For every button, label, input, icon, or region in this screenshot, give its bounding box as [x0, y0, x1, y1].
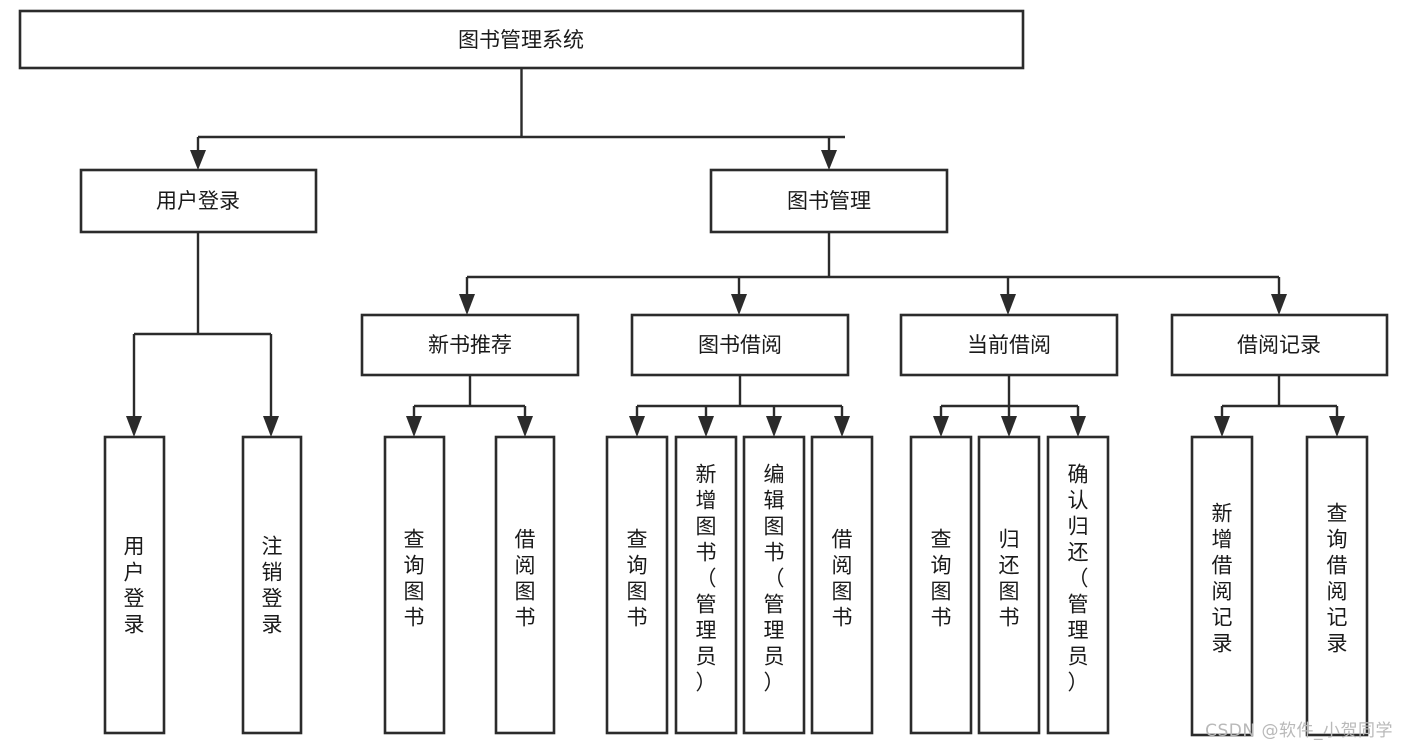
arrow-head-leaf-query-book-2: [629, 416, 645, 437]
node-root[interactable]: 图书管理系统: [18, 9, 1025, 70]
node-leaf-query-book-3-label: 查询图书: [931, 527, 952, 629]
node-user-login[interactable]: 用户登录: [79, 168, 318, 234]
node-root-label: 图书管理系统: [458, 28, 584, 52]
node-borrow-record[interactable]: 借阅记录: [1170, 313, 1389, 377]
arrow-head-leaf-user-login: [126, 416, 142, 437]
node-user-login-box[interactable]: [79, 168, 318, 234]
arrow-head-leaf-query-record: [1329, 416, 1345, 437]
node-leaf-query-record-box[interactable]: [1305, 435, 1369, 737]
node-leaf-query-book-2[interactable]: 查询图书: [605, 435, 669, 735]
node-leaf-query-book-3-box[interactable]: [909, 435, 973, 735]
node-leaf-confirm-return-box[interactable]: [1046, 435, 1110, 735]
node-leaf-borrow-book-1-box[interactable]: [494, 435, 556, 735]
node-leaf-query-book-2-label: 查询图书: [627, 527, 648, 629]
node-new-book-rec-box[interactable]: [360, 313, 580, 377]
node-borrow-record-box[interactable]: [1170, 313, 1389, 377]
node-leaf-add-record-label: 新增借阅记录: [1212, 501, 1233, 655]
node-user-login-label: 用户登录: [156, 189, 240, 213]
node-leaf-edit-book-label: 编辑图书（管理员）: [764, 462, 785, 694]
node-leaf-user-login[interactable]: 用户登录: [103, 435, 166, 735]
arrow-head-leaf-user-logout: [263, 416, 279, 437]
node-current-borrow-label: 当前借阅: [967, 333, 1051, 357]
node-leaf-add-record-box[interactable]: [1190, 435, 1254, 737]
arrow-head-user-login: [190, 150, 206, 170]
node-leaf-query-book-3[interactable]: 查询图书: [909, 435, 973, 735]
node-leaf-user-login-label: 用户登录: [124, 534, 145, 636]
node-leaf-borrow-book-2-label: 借阅图书: [832, 527, 853, 629]
node-book-manage-box[interactable]: [709, 168, 949, 234]
node-leaf-query-book-1[interactable]: 查询图书: [383, 435, 446, 735]
connector-layer: [126, 68, 1345, 437]
node-book-borrow[interactable]: 图书借阅: [630, 313, 850, 377]
node-leaf-user-login-box[interactable]: [103, 435, 166, 735]
node-leaf-confirm-return-label: 确认归还（管理员）: [1068, 462, 1089, 694]
node-leaf-confirm-return[interactable]: 确认归还（管理员）: [1046, 435, 1110, 735]
arrow-head-current-borrow: [1000, 294, 1016, 315]
arrow-head-leaf-borrow-book-1: [517, 416, 533, 437]
node-leaf-query-record-label: 查询借阅记录: [1327, 501, 1348, 655]
node-book-manage-label: 图书管理: [787, 189, 871, 213]
node-leaf-borrow-book-2-box[interactable]: [810, 435, 874, 735]
node-leaf-query-book-1-box[interactable]: [383, 435, 446, 735]
node-leaf-query-book-1-label: 查询图书: [404, 527, 425, 629]
leaf-nodes-layer: 用户登录 注销登录 查询图书 借阅图书 查询图书 新增图书（管理员）: [103, 435, 1369, 737]
arrow-head-leaf-confirm-return: [1070, 416, 1086, 437]
node-root-box[interactable]: [18, 9, 1025, 70]
node-leaf-query-record[interactable]: 查询借阅记录: [1305, 435, 1369, 737]
arrow-head-leaf-return-book: [1001, 416, 1017, 437]
node-book-borrow-box[interactable]: [630, 313, 850, 377]
arrow-head-borrow-record: [1271, 294, 1287, 315]
node-borrow-record-label: 借阅记录: [1237, 333, 1321, 357]
node-leaf-return-book-label: 归还图书: [999, 527, 1020, 629]
arrow-head-book-manage: [821, 150, 837, 170]
node-leaf-add-book-box[interactable]: [674, 435, 738, 735]
node-current-borrow-box[interactable]: [899, 313, 1119, 377]
node-book-borrow-label: 图书借阅: [698, 333, 782, 357]
node-leaf-edit-book[interactable]: 编辑图书（管理员）: [742, 435, 806, 735]
arrow-head-leaf-add-record: [1214, 416, 1230, 437]
node-leaf-add-book-label: 新增图书（管理员）: [696, 462, 717, 694]
node-leaf-query-book-2-box[interactable]: [605, 435, 669, 735]
node-book-manage[interactable]: 图书管理: [709, 168, 949, 234]
node-current-borrow[interactable]: 当前借阅: [899, 313, 1119, 377]
csdn-watermark: CSDN @软件_小贺同学: [1205, 721, 1393, 741]
node-new-book-rec-label: 新书推荐: [428, 333, 512, 357]
node-leaf-return-book[interactable]: 归还图书: [977, 435, 1041, 735]
arrow-head-leaf-edit-book: [766, 416, 782, 437]
node-leaf-edit-book-box[interactable]: [742, 435, 806, 735]
node-leaf-user-logout-label: 注销登录: [262, 534, 283, 636]
arrow-head-book-borrow: [731, 294, 747, 315]
arrow-head-leaf-borrow-book-2: [834, 416, 850, 437]
arrow-head-leaf-add-book: [698, 416, 714, 437]
node-new-book-rec[interactable]: 新书推荐: [360, 313, 580, 377]
arrow-head-leaf-query-book-1: [406, 416, 422, 437]
node-leaf-user-logout-box[interactable]: [241, 435, 303, 735]
node-leaf-add-book[interactable]: 新增图书（管理员）: [674, 435, 738, 735]
node-leaf-return-book-box[interactable]: [977, 435, 1041, 735]
node-leaf-borrow-book-2[interactable]: 借阅图书: [810, 435, 874, 735]
node-leaf-add-record[interactable]: 新增借阅记录: [1190, 435, 1254, 737]
arrow-head-leaf-query-book-3: [933, 416, 949, 437]
arrow-head-new-book-rec: [459, 294, 475, 315]
node-leaf-user-logout[interactable]: 注销登录: [241, 435, 303, 735]
node-leaf-borrow-book-1[interactable]: 借阅图书: [494, 435, 556, 735]
node-leaf-borrow-book-1-label: 借阅图书: [515, 527, 536, 629]
